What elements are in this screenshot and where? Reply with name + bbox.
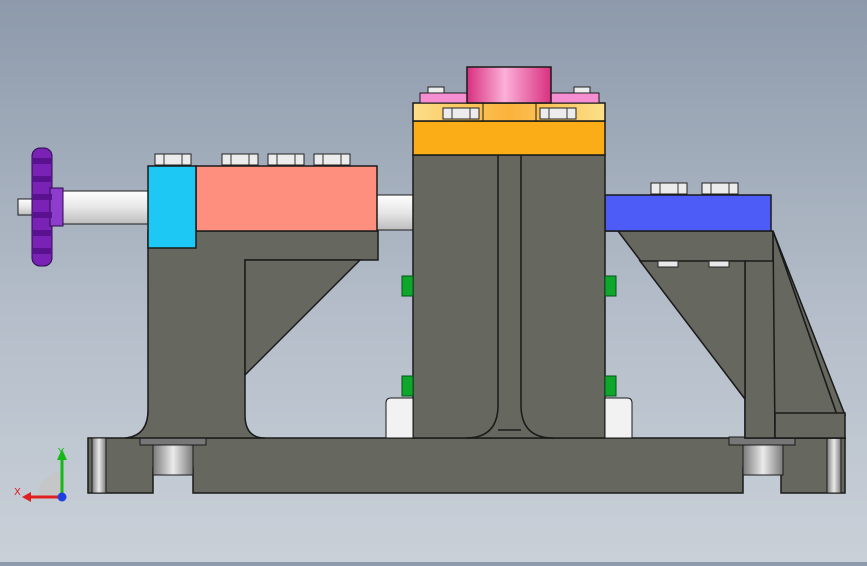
pink-cylinder [466, 66, 552, 104]
hex-bolt-icon [221, 153, 259, 166]
right-bracket [605, 230, 847, 439]
hex-bolt-icon [442, 107, 480, 120]
hex-bolt-icon [313, 153, 351, 166]
clamp-bolts [154, 153, 351, 166]
hex-bolt-icon [154, 153, 192, 166]
left-bracket [124, 230, 379, 439]
hex-bolt-icon [701, 182, 739, 195]
base-plate [87, 436, 846, 494]
clamp-block [147, 165, 378, 249]
center-column [412, 154, 606, 439]
hex-bolt-icon [539, 107, 577, 120]
pink-pads [419, 86, 600, 104]
hex-bolt-icon [267, 153, 305, 166]
triad-x-label: X [14, 487, 21, 498]
axis-triad-icon: Y X [14, 447, 67, 502]
handwheel-icon[interactable] [31, 147, 64, 267]
green-bolts [401, 275, 617, 397]
triad-y-label: Y [57, 447, 65, 458]
hex-bolt-icon [650, 182, 688, 195]
side-supports [385, 397, 633, 439]
slide-block [604, 194, 772, 232]
slide-bolts [650, 182, 739, 195]
